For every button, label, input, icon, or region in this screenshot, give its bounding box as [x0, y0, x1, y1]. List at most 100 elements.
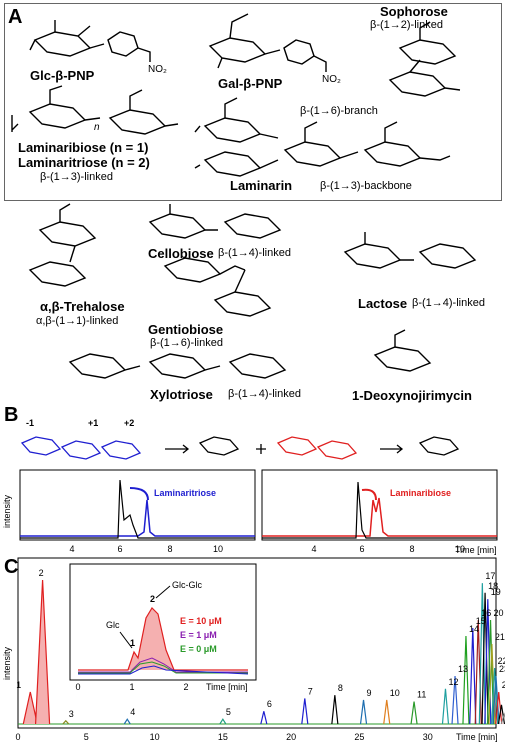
- sophorose-label: Sophorose: [380, 4, 448, 19]
- c-peak-7: [301, 698, 309, 725]
- c-peak-17: [478, 583, 486, 725]
- c-peak-5: [219, 718, 227, 725]
- cellobiose-label: Cellobiose: [148, 246, 214, 261]
- c-peak-18: [481, 592, 489, 725]
- b-right-tick-4: 4: [311, 544, 316, 554]
- c-xunit: Time [min]: [456, 732, 498, 742]
- c-peaks: [18, 579, 505, 725]
- b-right-series-label: Laminaribiose: [390, 488, 452, 498]
- c-peak-label-11: 11: [417, 690, 426, 700]
- b-left-frame: [19, 469, 256, 541]
- panel-a-box: [4, 3, 502, 201]
- laminarin-label: Laminarin: [230, 178, 293, 193]
- no2-label-2: NO₂: [322, 74, 341, 85]
- site-p2: +2: [124, 418, 135, 428]
- c-peak-label-9: 9: [367, 688, 372, 698]
- c-peak-label-14: 14: [469, 624, 479, 634]
- mid-structures: [28, 203, 477, 379]
- xylotriose-label: Xylotriose: [150, 387, 213, 402]
- inset-red-trace: [78, 607, 248, 671]
- b-xunit: Time [min]: [455, 545, 497, 555]
- laminarin-backbone: β-(1→3)-backbone: [320, 180, 412, 192]
- c-inset-traces: [78, 585, 249, 675]
- gentiobiose-link: β-(1→6)-linked: [150, 337, 223, 349]
- site-p1: +1: [88, 418, 99, 428]
- c-peak-11: [410, 701, 418, 725]
- c-peak-21: [488, 643, 496, 725]
- dnj-label: 1-Deoxynojirimycin: [352, 388, 472, 403]
- b-right-tick-10: 10: [455, 544, 465, 554]
- c-peak-label-8: 8: [338, 683, 343, 693]
- inset-peak-1: 1: [130, 638, 135, 648]
- inset-green-trace: [78, 661, 248, 674]
- inset-glcglc-label: Glc-Glc: [172, 580, 202, 590]
- b-right-tick-8: 8: [409, 544, 414, 554]
- b-right-black-trace: [262, 481, 497, 539]
- no2-label-1: NO₂: [148, 64, 167, 75]
- lactose-label: Lactose: [358, 296, 408, 311]
- panel-b-right-chart: 4 6 8 10: [261, 469, 498, 554]
- c-peak-label-15: 15: [476, 616, 486, 626]
- c-peak-9: [359, 699, 368, 725]
- inset-tick-0: 0: [75, 682, 80, 692]
- laminaritriose-label: Laminaritriose (n = 2): [18, 155, 150, 170]
- b-left-tick-6: 6: [117, 544, 122, 554]
- legend-10: E = 10 μM: [180, 616, 222, 626]
- laminarin-branch: β-(1→6)-branch: [300, 105, 378, 117]
- panel-b-left-chart: 4 6 8 10: [19, 469, 256, 554]
- panel-b-letter: B: [4, 404, 19, 426]
- c-peak-label-22: 22: [498, 656, 505, 666]
- c-peak-label-17: 17: [485, 571, 495, 581]
- c-peak-label-5: 5: [226, 707, 231, 717]
- laminaribiose-label: Laminaribiose (n = 1): [18, 140, 149, 155]
- c-ylabel: intensity: [2, 646, 12, 680]
- lactose-link: β-(1→4)-linked: [412, 297, 485, 309]
- c-peak-2: [34, 579, 51, 725]
- c-peak-label-13: 13: [458, 664, 468, 674]
- b-left-tick-8: 8: [167, 544, 172, 554]
- c-peak-label-6: 6: [267, 699, 272, 709]
- c-xtick-25: 25: [354, 732, 364, 742]
- c-xtick-20: 20: [286, 732, 296, 742]
- c-xtick-0: 0: [15, 732, 20, 742]
- c-peak-22: [491, 667, 499, 725]
- c-peak-10: [383, 699, 391, 725]
- inset-arrow-glcglc: [155, 585, 171, 599]
- c-peak-label-1: 1: [16, 680, 21, 690]
- c-peak-20: [486, 619, 495, 725]
- c-xtick-10: 10: [150, 732, 160, 742]
- gentiobiose-label: Gentiobiose: [148, 322, 224, 337]
- sophorose-link: β-(1→2)-linked: [370, 19, 443, 31]
- c-peak-8: [331, 695, 339, 725]
- c-peak-19: [484, 599, 492, 725]
- panel-c-letter: C: [4, 556, 19, 578]
- c-peak-label-23: 23: [499, 664, 505, 674]
- n-label: n: [94, 122, 100, 133]
- c-peak-label-20: 20: [494, 608, 504, 618]
- b-left-tick-4: 4: [69, 544, 74, 554]
- cellobiose-link: β-(1→4)-linked: [218, 247, 291, 259]
- c-peak-13: [451, 675, 459, 725]
- legend-1: E = 1 μM: [180, 630, 217, 640]
- site-m1: -1: [26, 418, 35, 428]
- b-right-tick-6: 6: [359, 544, 364, 554]
- c-peak-4: [123, 718, 131, 725]
- c-peak-1: [22, 691, 38, 725]
- c-peak-6: [260, 711, 268, 725]
- legend-0: E = 0 μM: [180, 644, 217, 654]
- b-right-arrow: [361, 488, 377, 501]
- b-ylabel: intensity: [2, 494, 12, 528]
- c-peak-label-3: 3: [69, 709, 74, 719]
- xylotriose-link: β-(1→4)-linked: [228, 388, 301, 400]
- inset-xunit: Time [min]: [206, 682, 248, 692]
- c-peak-label-12: 12: [448, 677, 458, 687]
- b-left-black-trace: [20, 479, 255, 539]
- c-peak-3: [62, 719, 70, 725]
- c-peak-label-16: 16: [481, 608, 491, 618]
- panel-c-chart: 3456789101112131415161718192021222324252…: [15, 557, 505, 742]
- c-peak-14: [462, 635, 470, 725]
- c-peak-12: [441, 688, 450, 725]
- c-peak-label-4: 4: [130, 707, 135, 717]
- inset-arrow-glc: [119, 631, 133, 649]
